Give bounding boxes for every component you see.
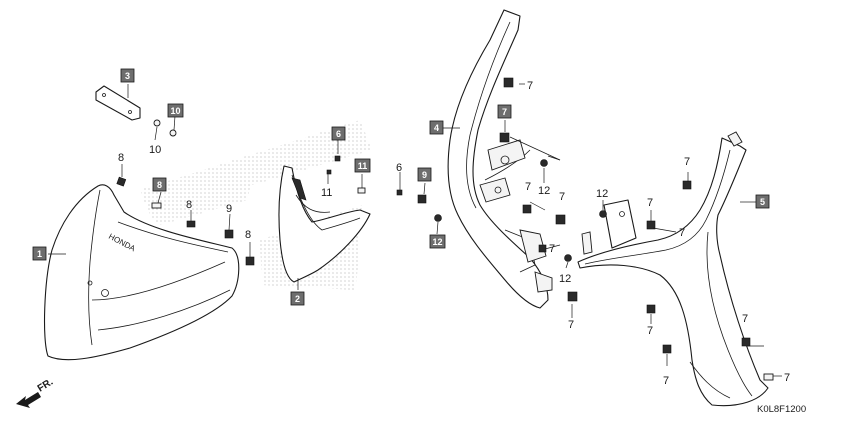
svg-text:1: 1 (37, 249, 42, 259)
callout-box-1: 1 (32, 246, 47, 261)
svg-text:7: 7 (549, 243, 555, 255)
diagram-code: K0L8F1200 (757, 404, 806, 415)
callout-box-11: 11 (354, 158, 371, 173)
svg-text:7: 7 (559, 191, 565, 203)
svg-text:7: 7 (647, 325, 653, 337)
svg-text:11: 11 (358, 161, 368, 171)
svg-text:6: 6 (336, 129, 341, 139)
svg-text:8: 8 (118, 152, 124, 164)
callout-box-4: 4 (429, 120, 444, 135)
svg-text:8: 8 (245, 229, 251, 241)
svg-text:7: 7 (679, 227, 685, 239)
boxed-callouts: 1 2 3 4 5 6 7 8 9 10 11 12 (32, 68, 770, 306)
front-label: FR. (36, 377, 56, 395)
callout-box-5: 5 (755, 194, 770, 209)
callout-box-6: 6 (331, 126, 346, 141)
svg-text:7: 7 (742, 313, 748, 325)
svg-text:11: 11 (321, 187, 332, 199)
svg-text:10: 10 (170, 106, 180, 116)
inner-side-panel-part (447, 9, 553, 309)
svg-text:3: 3 (125, 71, 130, 81)
svg-text:7: 7 (502, 107, 507, 117)
bracket-part (95, 85, 141, 121)
callout-box-3: 3 (120, 68, 135, 83)
svg-text:7: 7 (568, 319, 574, 331)
svg-text:8: 8 (186, 199, 192, 211)
callout-box-12: 12 (429, 234, 446, 249)
svg-text:12: 12 (432, 237, 442, 247)
fasteners (116, 77, 774, 381)
svg-text:6: 6 (396, 162, 402, 174)
svg-text:7: 7 (527, 80, 533, 92)
callout-box-10: 10 (167, 103, 184, 118)
callout-box-8: 8 (152, 177, 167, 192)
svg-text:7: 7 (647, 197, 653, 209)
plain-callouts: 6 7 7 7 7 7 7 7 7 7 7 7 7 8 8 8 9 10 11 … (118, 80, 790, 387)
svg-text:4: 4 (434, 123, 439, 133)
front-arrow-icon (16, 392, 41, 408)
leader-lines (48, 83, 782, 377)
side-cover-part (577, 131, 769, 407)
svg-text:8: 8 (157, 180, 162, 190)
front-cover-part: HONDA (43, 184, 240, 361)
inner-center-cover-part (278, 165, 371, 283)
svg-text:9: 9 (422, 170, 427, 180)
svg-text:7: 7 (663, 375, 669, 387)
svg-text:12: 12 (596, 188, 608, 200)
svg-text:10: 10 (149, 144, 161, 156)
svg-text:12: 12 (559, 273, 571, 285)
svg-text:5: 5 (760, 197, 765, 207)
front-direction-indicator: FR. (16, 377, 55, 408)
svg-text:7: 7 (684, 156, 690, 168)
callout-box-2: 2 (290, 291, 305, 306)
svg-text:2: 2 (295, 294, 300, 304)
callout-box-9: 9 (417, 167, 432, 182)
svg-text:9: 9 (226, 203, 232, 215)
svg-text:7: 7 (784, 372, 790, 384)
svg-text:7: 7 (525, 181, 531, 193)
callout-box-7: 7 (497, 104, 512, 119)
svg-text:12: 12 (538, 185, 550, 197)
